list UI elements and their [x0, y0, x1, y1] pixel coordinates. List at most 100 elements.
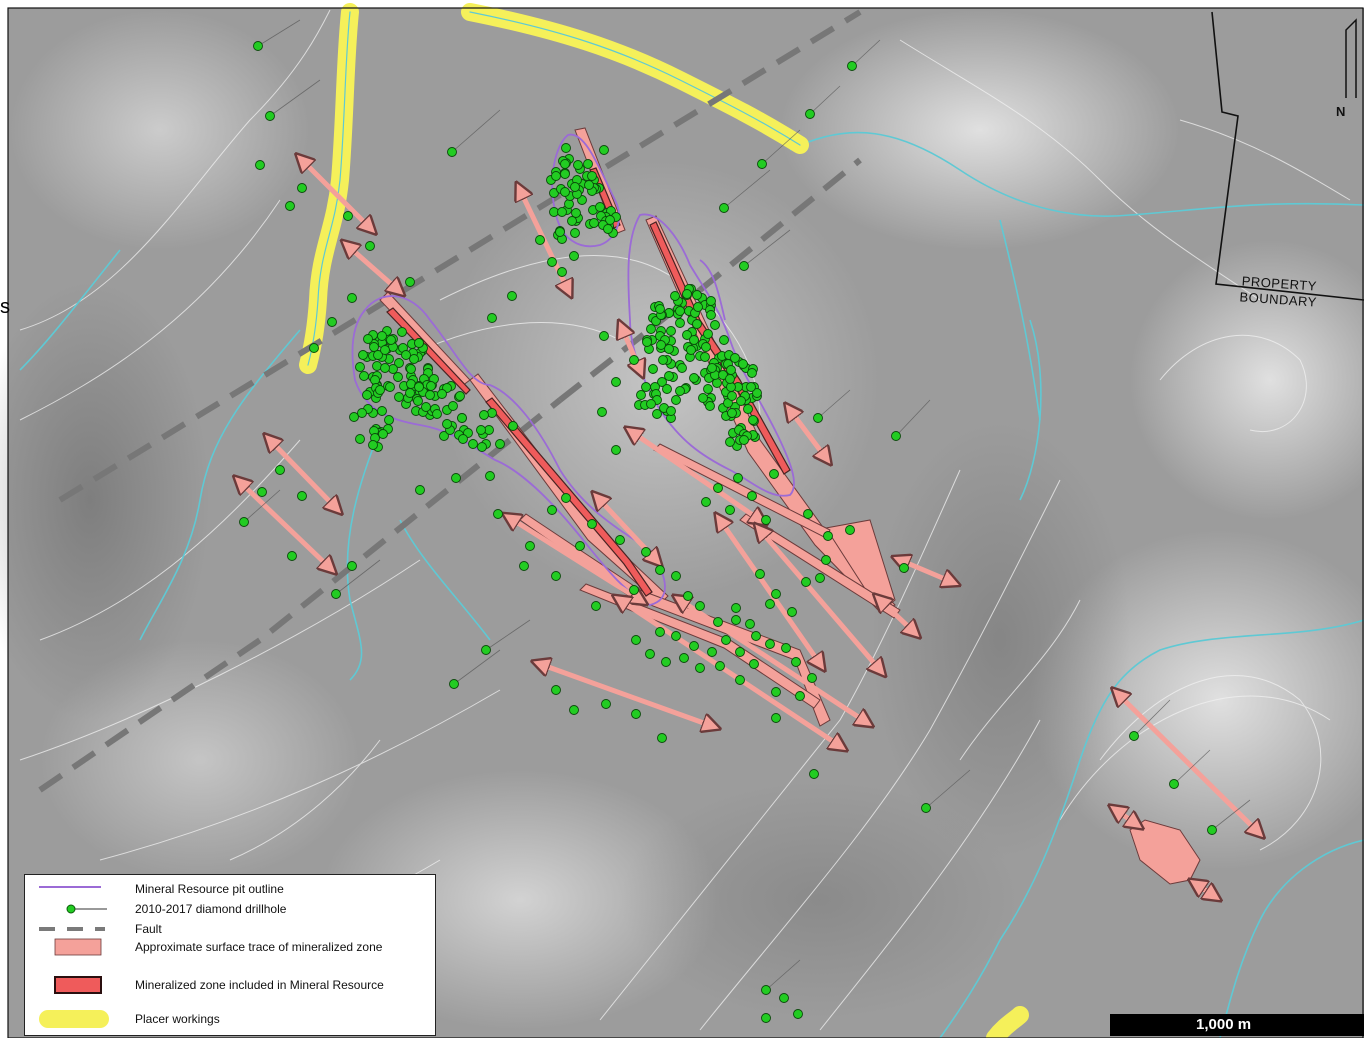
drillhole-collar	[701, 497, 711, 507]
drillhole-collar	[363, 334, 373, 344]
drillhole-collar	[611, 445, 621, 455]
drillhole-collar	[739, 261, 749, 271]
drillhole-collar	[468, 439, 478, 449]
placer-swatch	[39, 1010, 109, 1028]
drillhole-collar	[362, 390, 372, 400]
drillhole-collar	[406, 364, 416, 374]
drillhole-collar	[575, 541, 585, 551]
drillhole-collar	[377, 331, 387, 341]
streams	[19, 131, 1364, 1038]
drillhole-collar	[809, 769, 819, 779]
drillhole-collar	[409, 354, 419, 364]
drillhole-collar	[265, 111, 275, 121]
drillhole-collar	[692, 319, 702, 329]
drillhole-collar	[425, 390, 435, 400]
drillholes	[239, 41, 1217, 1023]
drillhole-collar	[365, 241, 375, 251]
drillhole-collar	[587, 519, 597, 529]
drillhole-collar	[569, 251, 579, 261]
drillhole-collar	[448, 401, 458, 411]
drillhole-collar	[891, 431, 901, 441]
drillhole-collar	[655, 565, 665, 575]
drillhole-collar	[664, 371, 674, 381]
drillhole-collar	[779, 993, 789, 1003]
drillhole-collar	[689, 373, 699, 383]
drillhole-collar	[432, 409, 442, 419]
drillhole-collar	[476, 425, 486, 435]
drillhole-collar	[679, 653, 689, 663]
drillhole-collar	[845, 525, 855, 535]
drillhole-collar	[727, 408, 737, 418]
drillhole-collar	[388, 364, 398, 374]
drillhole-collar	[733, 473, 743, 483]
terrain-highlight	[780, 10, 1180, 250]
drillhole-collar	[743, 404, 753, 414]
north-label: N	[1336, 104, 1346, 119]
drillhole-collar	[309, 343, 319, 353]
drillhole-collar	[847, 61, 857, 71]
drillhole-collar	[601, 699, 611, 709]
drillhole-collar	[385, 382, 395, 392]
drillhole-collar	[899, 563, 909, 573]
drillhole-collar	[442, 419, 452, 429]
drillhole-collar	[655, 627, 665, 637]
scale-bar-label: 1,000 m	[1196, 1016, 1252, 1033]
legend-label-zone-approx: Approximate surface trace of mineralized…	[135, 940, 383, 954]
drillhole-collar	[710, 320, 720, 330]
drillhole-collar	[255, 160, 265, 170]
drillhole-collar	[458, 434, 468, 444]
legend-label-zone-resource: Mineralized zone included in Mineral Res…	[135, 978, 384, 992]
drillhole-collar	[719, 203, 729, 213]
drillhole-collar	[726, 365, 736, 375]
drillhole-collar	[657, 377, 667, 387]
drillhole-collar	[457, 413, 467, 423]
drillhole-collar	[771, 687, 781, 697]
drillhole-collar	[921, 803, 931, 813]
drillhole-collar	[551, 171, 561, 181]
drillhole-collar	[583, 159, 593, 169]
drillhole-collar	[368, 440, 378, 450]
drillhole-collar	[689, 641, 699, 651]
drillhole-collar	[738, 359, 748, 369]
drillhole-collar	[525, 541, 535, 551]
drillhole-collar	[736, 396, 746, 406]
drillhole-collar	[349, 412, 359, 422]
drillhole-collar	[656, 340, 666, 350]
legend-label-fault: Fault	[135, 922, 162, 936]
drillhole-collar	[487, 408, 497, 418]
drillhole-collar	[712, 378, 722, 388]
drillhole-collar	[591, 601, 601, 611]
drillhole-collar	[671, 631, 681, 641]
drillhole-collar	[747, 491, 757, 501]
drillhole-collar	[671, 571, 681, 581]
drillhole-collar	[646, 324, 656, 334]
drillhole-collar	[599, 331, 609, 341]
drillhole-collar	[380, 363, 390, 373]
drillhole-collar	[815, 573, 825, 583]
drillhole-collar	[359, 371, 369, 381]
drillhole-collar	[343, 211, 353, 221]
drillhole-collar	[713, 483, 723, 493]
drillhole-collar	[698, 393, 708, 403]
drillhole-collar	[561, 143, 571, 153]
drillhole-collar	[755, 569, 765, 579]
drillhole-collar	[807, 673, 817, 683]
drillhole-collar	[587, 171, 597, 181]
drillhole-collar	[715, 661, 725, 671]
drillhole-collar	[567, 216, 577, 226]
drillhole-collar	[331, 589, 341, 599]
drillhole-collar	[725, 437, 735, 447]
drillhole-collar	[373, 350, 383, 360]
drillhole-collar	[645, 649, 655, 659]
drillhole-collar	[487, 313, 497, 323]
drillhole-collar	[603, 224, 613, 234]
drillhole-collar	[657, 733, 667, 743]
drillhole-collar	[823, 531, 833, 541]
drillhole-collar	[695, 601, 705, 611]
drillhole-collar	[646, 399, 656, 409]
drillhole-collar	[664, 344, 674, 354]
drillhole-collar	[706, 310, 716, 320]
drillhole-collar	[370, 375, 380, 385]
drillhole-collar	[551, 685, 561, 695]
drillhole-collar	[761, 985, 771, 995]
